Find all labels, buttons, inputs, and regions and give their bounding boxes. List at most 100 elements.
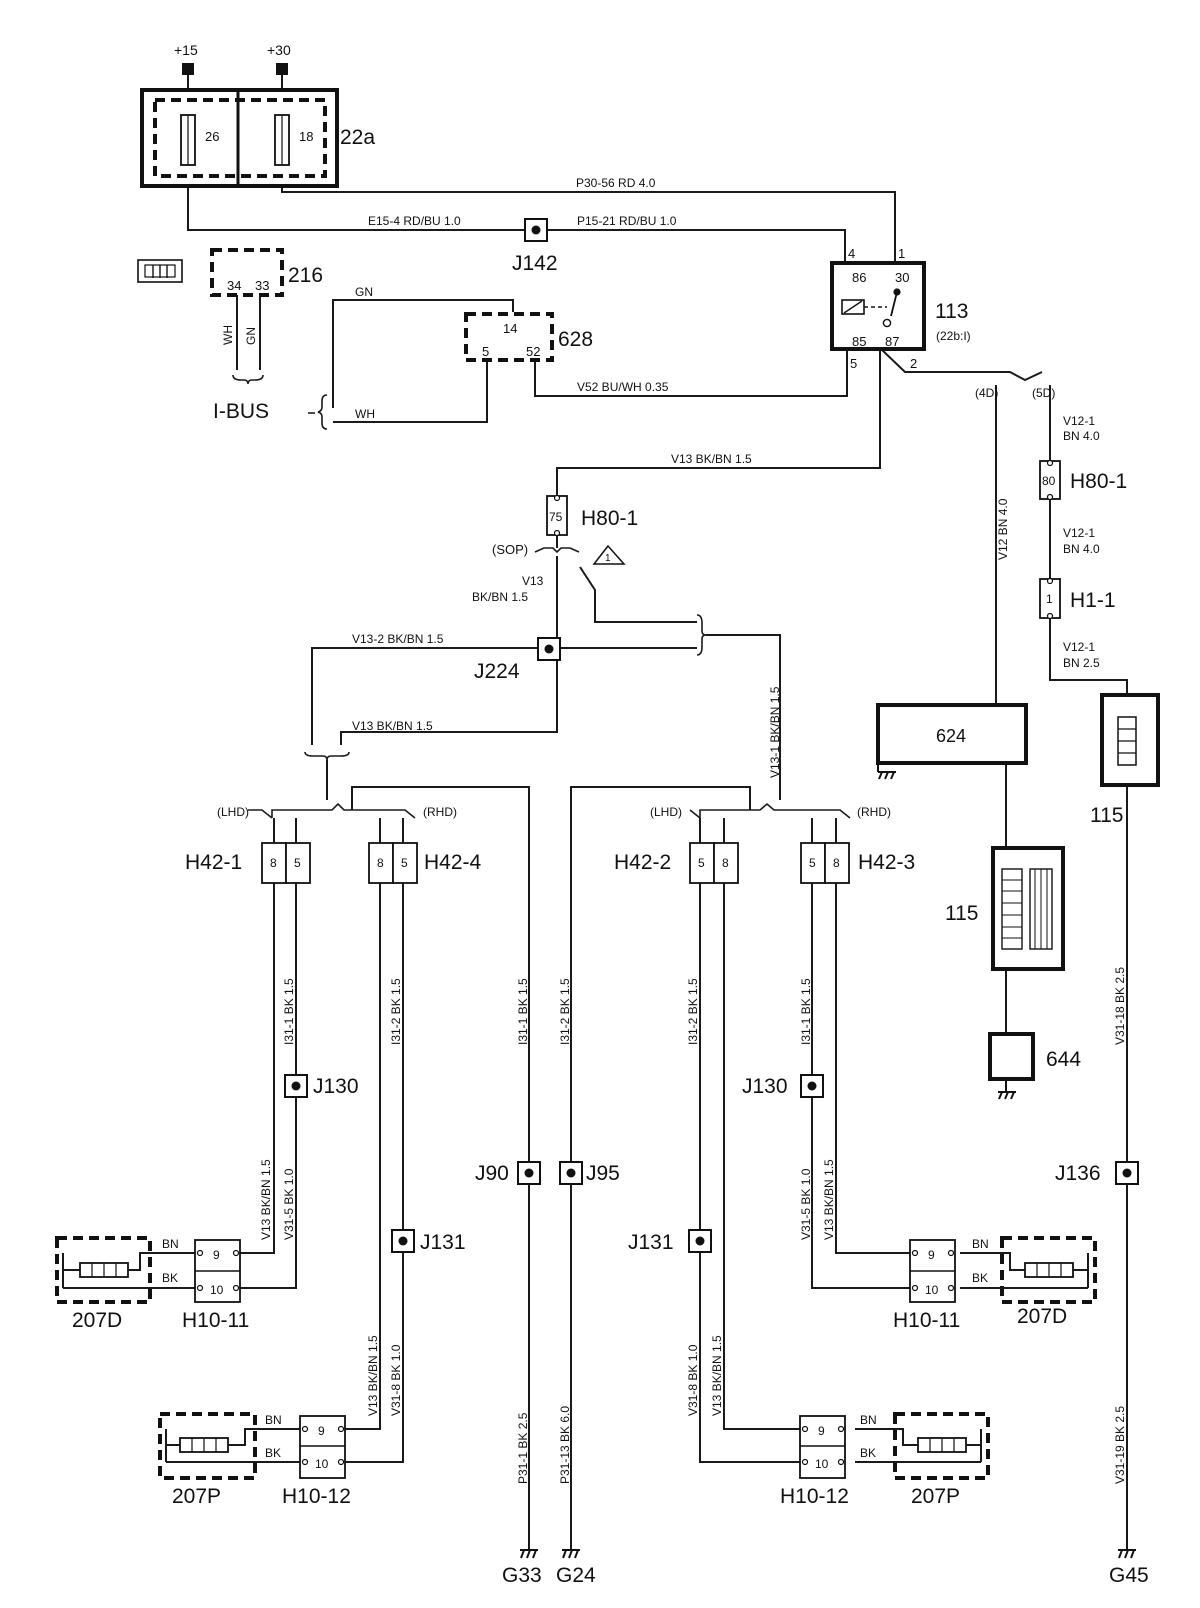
connector-label: H1-1 [1070, 589, 1116, 612]
module-216-pin33: 33 [255, 278, 269, 293]
note-triangle-icon: 1 [592, 544, 626, 565]
ground-label: G24 [556, 1564, 596, 1587]
connector-label: H42-4 [424, 851, 482, 874]
wire-label: I31-1 BK 1.5 [516, 978, 530, 1045]
wire-label: V13 [522, 574, 544, 588]
wire-label: V31-8 BK 1.0 [686, 1344, 700, 1416]
wire-label: V13 BK/BN 1.5 [710, 1335, 724, 1416]
component-115-middle: 115 [945, 846, 1065, 971]
wire-label: V13 BK/BN 1.5 [366, 1335, 380, 1416]
wire-label: I31-2 BK 1.5 [558, 978, 572, 1045]
module-628-id: 628 [558, 328, 593, 351]
wire-set [150, 70, 1128, 1550]
wire-label: V13-2 BK/BN 1.5 [352, 632, 444, 646]
component-624: 624 [876, 703, 1028, 780]
pin-label: 10 [315, 1457, 329, 1471]
relay-113: 4 1 86 30 85 87 5 2 113 (22b:I) [830, 246, 971, 371]
relay-pin30: 30 [895, 270, 909, 285]
wire-label: V31-8 BK 1.0 [389, 1344, 403, 1416]
wire-label: BN [265, 1413, 282, 1427]
pin-label: 5 [401, 856, 408, 870]
splice-label: J130 [742, 1075, 788, 1098]
wire-label: BN [162, 1237, 179, 1251]
relay-pin86: 86 [852, 270, 866, 285]
splice-j95: J95 [559, 1161, 620, 1185]
component-label: 207P [172, 1485, 221, 1508]
supply-terminals: +15 +30 [174, 42, 291, 75]
component-207d-left: 207D [55, 1236, 152, 1332]
relay-pin5: 5 [850, 356, 857, 371]
wire-label: I31-1 BK 1.5 [282, 978, 296, 1045]
wire-label: V13 BK/BN 1.5 [671, 452, 752, 466]
connector-label: H42-3 [858, 851, 915, 874]
fuse-18-label: 18 [299, 129, 313, 144]
module-216-id: 216 [288, 264, 323, 287]
wire-label: V31-5 BK 1.0 [799, 1168, 813, 1240]
wire-label: BK [265, 1446, 281, 1460]
wire-label: P31-13 BK 6.0 [558, 1406, 572, 1484]
component-label: 115 [1090, 804, 1123, 827]
wire-label: V12-1 [1063, 526, 1095, 540]
supply-plus15: +15 [174, 42, 198, 58]
splice-j136: J136 [1055, 1161, 1139, 1185]
relay-pin1: 1 [898, 246, 905, 261]
splice-j131-right: J131 [628, 1229, 712, 1254]
wire-label: WH [355, 407, 375, 421]
splice-j142: J142 [512, 218, 558, 275]
connector-h1-1: 1 H1-1 [1039, 577, 1116, 620]
connector-label: H10-12 [780, 1485, 849, 1508]
wire-label: V12-1 [1063, 414, 1095, 428]
wire-label: I31-2 BK 1.5 [686, 978, 700, 1045]
ground-icon [1118, 1549, 1136, 1559]
wire-label: BK/BN 1.5 [472, 590, 528, 604]
fuse-26-label: 26 [205, 129, 219, 144]
variant-lhd: (LHD) [217, 805, 249, 819]
wire-label: E15-4 RD/BU 1.0 [368, 214, 461, 228]
connector-label: H10-11 [893, 1309, 960, 1332]
variant-5d: (5D) [1032, 386, 1055, 400]
wire-label: P15-21 RD/BU 1.0 [577, 214, 677, 228]
wire-label: V31-18 BK 2.5 [1113, 967, 1127, 1045]
component-644: 644 [988, 1032, 1081, 1100]
splice-j90: J90 [475, 1161, 541, 1185]
wire-label: V31-5 BK 1.0 [282, 1168, 296, 1240]
component-label: 644 [1046, 1048, 1081, 1071]
relay-pin85: 85 [852, 334, 866, 349]
component-label: 115 [945, 902, 978, 925]
component-115-right: 115 [1090, 693, 1160, 827]
wire-label: I31-2 BK 1.5 [389, 978, 403, 1045]
connector-label: H80-1 [581, 507, 638, 530]
ground-label: G33 [502, 1564, 542, 1587]
pin-label: 9 [318, 1424, 325, 1438]
splice-label: J224 [474, 660, 520, 683]
splice-j224: J224 [474, 637, 561, 683]
connector-h10-11-left: 9 10 H10-11 [182, 1239, 249, 1332]
variant-lhd: (LHD) [650, 805, 682, 819]
ground-icon [877, 763, 896, 780]
wire-label: V31-19 BK 2.5 [1113, 1406, 1127, 1484]
variant-4d: (4D) [975, 386, 998, 400]
wire-label: I31-1 BK 1.5 [799, 978, 813, 1045]
ground-icon [562, 1549, 580, 1559]
relay-pin4: 4 [848, 246, 855, 261]
component-label: 207D [1017, 1305, 1067, 1328]
wire-label: V13 BK/BN 1.5 [259, 1159, 273, 1240]
pin-label: 75 [549, 510, 563, 524]
wire-label: BN [972, 1237, 989, 1251]
ibus-label: I-BUS [213, 400, 269, 423]
connector-h42-2: 5 8 H42-2 [614, 842, 739, 884]
component-207d-right: 207D [1000, 1236, 1097, 1328]
component-label: 207P [911, 1485, 960, 1508]
ground-label: G45 [1109, 1564, 1149, 1587]
wire-label: BN 2.5 [1063, 656, 1100, 670]
wire-label: P30-56 RD 4.0 [576, 176, 656, 190]
component-label: 207D [72, 1309, 122, 1332]
wire-label: BN 4.0 [1063, 429, 1100, 443]
module-628-pin52: 52 [526, 344, 540, 359]
splice-label: J95 [586, 1162, 620, 1185]
wire-label: V52 BU/WH 0.35 [577, 380, 669, 394]
wire-label: V13-1 BK/BN 1.5 [768, 686, 782, 778]
pin-label: 9 [818, 1424, 825, 1438]
connector-h10-12-right: 9 10 H10-12 [780, 1415, 849, 1508]
